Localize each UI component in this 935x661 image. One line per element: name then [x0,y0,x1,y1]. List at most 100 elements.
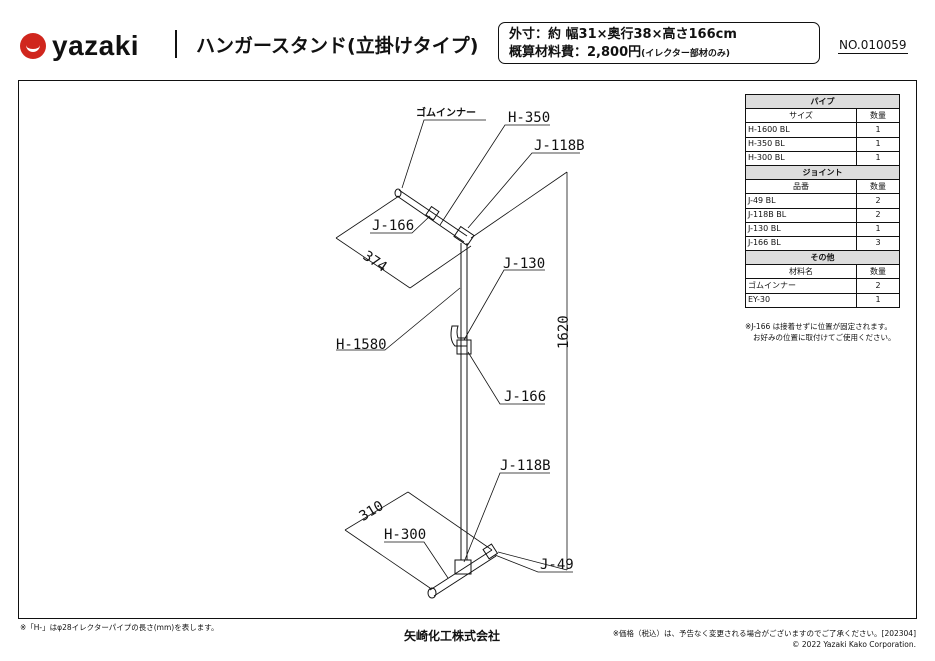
label-j130: J-130 [503,256,545,272]
footer-copyright: © 2022 Yazaki Kako Corporation. [792,640,916,649]
part-qty: 1 [856,292,900,308]
page-title: ハンガースタンド(立掛けタイプ) [196,35,479,57]
dim-1620-ext-top [470,171,568,239]
part-qty: 2 [856,193,900,209]
header-separator [175,30,177,58]
part-name: J-166 BL [745,235,857,252]
dim-310-line [344,491,409,531]
leader-j118b-bottom [463,472,550,563]
dim-1620-ext-bottom [497,551,568,571]
label-h300: H-300 [384,527,426,543]
part-name: H-300 BL [745,150,857,166]
base-pipe-end [427,587,437,599]
drawing-structure [394,188,499,599]
part-name: J-49 BL [745,193,857,209]
parts-section-header: ジョイント [745,164,900,181]
parts-column-header: 品番数量 [745,179,900,195]
part-name: ゴムインナー [745,278,857,294]
base-pipe-b [433,555,497,597]
part-qty: 1 [856,150,900,166]
col-qty: 数量 [856,179,900,195]
label-h1580: H-1580 [336,337,387,353]
spec-cost: 概算材料費：2,800円 [509,45,642,60]
label-j166-mid: J-166 [504,389,546,405]
dim-374-line [335,237,411,289]
brand-mark-icon [20,33,46,59]
top-j166-joint [425,205,440,221]
dim-310-ext-a [344,529,431,589]
dim-374-ext-a [335,195,400,239]
leader-j166-mid [467,351,545,405]
dim-374-ext-b [409,245,472,289]
assembly-note: ※J-166 は接着せずに位置が固定されます。 お好みの位置に取付けてご使用くだ… [745,321,896,343]
footer-price-note: ※価格（税込）は、予告なく変更される場合がございますのでご了承ください。[202… [612,629,916,638]
leader-h1580 [336,287,461,351]
parts-column-header: 材料名数量 [745,264,900,280]
section-title: パイプ [745,93,900,110]
leader-j130 [463,269,545,341]
part-name: J-118B BL [745,207,857,223]
note-line-2: お好みの位置に取付けてご使用ください。 [753,333,896,342]
part-qty: 2 [856,207,900,223]
spec-size: 外寸：約 幅31×奥行38×高さ166cm [509,27,737,42]
dim-310-ext-b [407,491,493,551]
label-j118b-bottom: J-118B [500,458,551,474]
spec-box: 外寸：約 幅31×奥行38×高さ166cm 概算材料費：2,800円(イレクター… [498,22,820,64]
parts-column-header: サイズ数量 [745,108,900,124]
j130-hook [450,325,468,347]
leader-j166-top [370,215,431,234]
part-qty: 1 [856,221,900,237]
part-qty: 1 [856,122,900,138]
section-title: その他 [745,250,900,266]
col-name: 品番 [745,179,857,195]
part-name: EY-30 [745,292,857,308]
label-j118b-top: J-118B [534,138,585,154]
label-dim-1620: 1620 [556,315,572,349]
col-qty: 数量 [856,264,900,280]
bottom-j118b-joint [454,559,472,575]
brand-logo: yazaki [20,30,139,62]
label-h350: H-350 [508,110,550,126]
top-arm-pipe-a [398,189,468,237]
drawing-frame [18,80,917,619]
leader-h350 [439,124,550,226]
top-arm-end [394,188,402,198]
col-name: 材料名 [745,264,857,280]
leader-rubber-inner [401,119,486,189]
part-qty: 2 [856,278,900,294]
footer-company: 矢崎化工株式会社 [404,629,501,643]
leader-j118b-top [467,152,580,229]
top-arm-pipe-b [396,195,465,243]
spec-cost-note: (イレクター部材のみ) [641,49,730,59]
leader-j49 [494,554,573,573]
part-name: H-1600 BL [745,122,857,138]
label-j166-top: J-166 [372,218,414,234]
leader-h300 [384,541,449,579]
parts-section-header: その他 [745,250,900,266]
col-qty: 数量 [856,108,900,124]
document-number: NO.010059 [838,38,908,54]
mid-j166-joint [456,339,472,355]
spec-cost-line: 概算材料費：2,800円(イレクター部材のみ) [509,44,809,63]
top-j118b-joint [453,225,475,247]
parts-section-header: パイプ [745,93,900,110]
part-name: H-350 BL [745,136,857,152]
col-name: サイズ [745,108,857,124]
part-qty: 3 [856,235,900,252]
base-pipe-a [429,549,493,591]
part-qty: 1 [856,136,900,152]
dimension-lines [335,119,580,589]
section-title: ジョイント [745,164,900,181]
part-name: J-130 BL [745,221,857,237]
